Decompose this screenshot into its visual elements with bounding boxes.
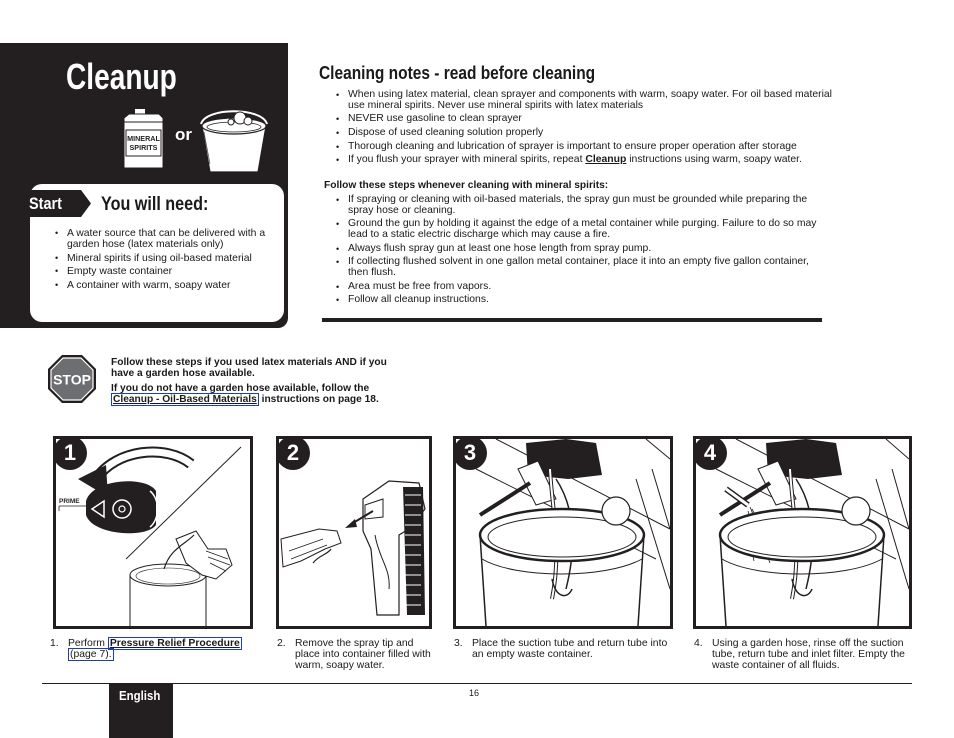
step-1-illustration: PRIME 1 (53, 436, 253, 629)
can-label-1: MINERAL (127, 134, 160, 143)
step-2-badge: 2 (279, 439, 310, 470)
step-3-caption: 3. Place the suction tube and return tub… (454, 638, 676, 660)
list-item: Follow all cleanup instructions. (336, 295, 826, 306)
cleaning-notes-list: When using latex material, clean sprayer… (336, 89, 836, 169)
step-1-caption: 1. Perform Pressure Relief Procedure(pag… (50, 637, 250, 661)
list-item: Area must be free from vapors. (336, 281, 826, 293)
mineral-spirits-can-icon: MINERAL SPIRITS (123, 109, 164, 169)
cleaning-notes-title: Cleaning notes - read before cleaning (319, 63, 596, 83)
list-item: NEVER use gasoline to clean sprayer (336, 114, 836, 125)
step-1-caption-text: Perform Pressure Relief Procedure(page 7… (50, 637, 250, 661)
mineral-spirits-heading: Follow these steps whenever cleaning wit… (324, 180, 609, 191)
step-4-caption: 4. Using a garden hose, rinse off the su… (694, 638, 908, 671)
section-divider (322, 318, 822, 322)
page-number: 16 (469, 688, 480, 698)
list-item: When using latex material, clean sprayer… (336, 89, 836, 112)
list-item-text: instructions using warm, soapy water. (626, 154, 802, 166)
step-2-caption-number: 2. (277, 638, 286, 649)
list-item: Empty waste container (55, 266, 270, 278)
list-item: A water source that can be delivered wit… (55, 228, 270, 251)
spray-gun-illustration (280, 480, 426, 616)
language-label: English (119, 688, 161, 703)
step-4-badge: 4 (696, 439, 727, 470)
list-item: Mineral spirits if using oil-based mater… (55, 253, 270, 265)
list-item: A container with warm, soapy water (55, 280, 270, 292)
cleanup-link[interactable]: Cleanup (585, 154, 627, 166)
soapy-water-bucket-icon (200, 110, 268, 173)
list-item: If collecting flushed solvent in one gal… (336, 257, 826, 279)
list-item: Ground the gun by holding it against the… (336, 219, 826, 241)
can-label-2: SPIRITS (130, 143, 158, 152)
page-title: Cleanup (66, 56, 177, 97)
footer-rule (42, 683, 912, 684)
stop-sign-icon: STOP (48, 355, 96, 403)
step-2-caption-text: Remove the spray tip and place into cont… (295, 638, 431, 671)
step-1-caption-number: 1. (50, 638, 59, 649)
stop-sign-text: STOP (53, 372, 91, 388)
page-7-link[interactable]: (page 7). (68, 648, 114, 661)
oil-based-cleanup-link[interactable]: Cleanup - Oil-Based Materials (111, 392, 259, 406)
list-item: If spraying or cleaning with oil-based m… (336, 194, 826, 217)
stop-note-text: instructions on page 18. (258, 393, 379, 405)
or-text: or (175, 125, 192, 144)
garden-hose-rinse-illustration (715, 439, 909, 626)
stop-note-text: If you do not have a garden hose availab… (111, 383, 370, 394)
step-4-caption-text: Using a garden hose, rinse off the sucti… (712, 638, 905, 671)
stop-note-secondary: If you do not have a garden hose availab… (111, 383, 411, 406)
need-list: A water source that can be delivered wit… (55, 228, 270, 293)
step-4-caption-number: 4. (694, 638, 703, 649)
prime-label: PRIME (59, 498, 80, 505)
list-item: Always flush spray gun at least one hose… (336, 243, 826, 255)
step-2-illustration: 2 (276, 436, 432, 629)
caption-text: Perform (68, 638, 108, 649)
start-tab (19, 190, 91, 217)
step-3-illustration: 3 (453, 436, 673, 629)
prime-knob-illustration: PRIME (58, 446, 242, 626)
list-item: Thorough cleaning and lubrication of spr… (336, 141, 836, 153)
list-item: If you flush your sprayer with mineral s… (336, 154, 836, 166)
language-tab (109, 683, 173, 738)
you-will-need-title: You will need: (101, 194, 209, 215)
mineral-spirits-list: If spraying or cleaning with oil-based m… (336, 194, 826, 309)
step-1-badge: 1 (56, 439, 87, 470)
step-4-illustration: 4 (693, 436, 912, 629)
step-3-caption-text: Place the suction tube and return tube i… (472, 638, 668, 660)
list-item-text: If you flush your sprayer with mineral s… (348, 154, 586, 166)
step-3-caption-number: 3. (454, 638, 463, 649)
pressure-relief-link[interactable]: Pressure Relief Procedure (107, 637, 242, 650)
list-item: Dispose of used cleaning solution proper… (336, 127, 836, 139)
step-2-caption: 2. Remove the spray tip and place into c… (277, 638, 437, 671)
suction-tube-container-illustration (475, 439, 670, 626)
step-3-badge: 3 (456, 439, 487, 470)
stop-note-primary: Follow these steps if you used latex mat… (111, 357, 387, 379)
start-label: Start (29, 194, 62, 213)
